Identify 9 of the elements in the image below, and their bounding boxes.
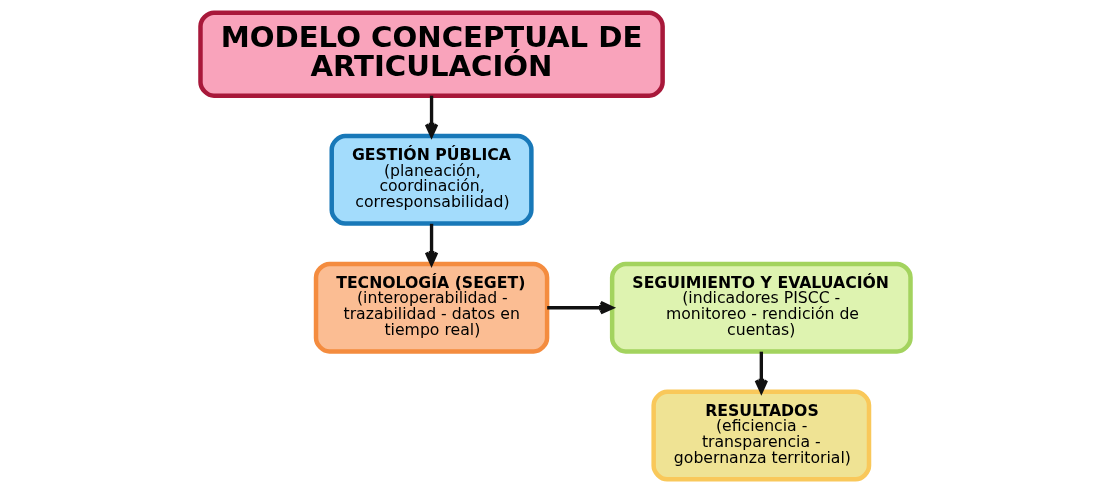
arrow <box>424 223 438 266</box>
node-box: SEGUIMIENTO Y EVALUACIÓN (indicadores PISCC - monitoreo - rendición de cuentas) <box>609 261 913 354</box>
arrow <box>754 351 768 394</box>
arrow <box>546 300 614 315</box>
node-box: RESULTADOS (eficiencia - transparencia - gobernanza territorial) <box>650 389 871 482</box>
arrow <box>424 95 438 138</box>
node-box: MODELO CONCEPTUAL DE ARTICULACIÓN <box>197 10 665 98</box>
node-box: GESTIÓN PÚBLICA (planeación, coordinación, corresponsabilidad) <box>328 133 534 226</box>
node-box: TECNOLOGÍA (SEGET) (interoperabilidad - trazabilidad - datos en tiempo real) <box>313 261 549 354</box>
